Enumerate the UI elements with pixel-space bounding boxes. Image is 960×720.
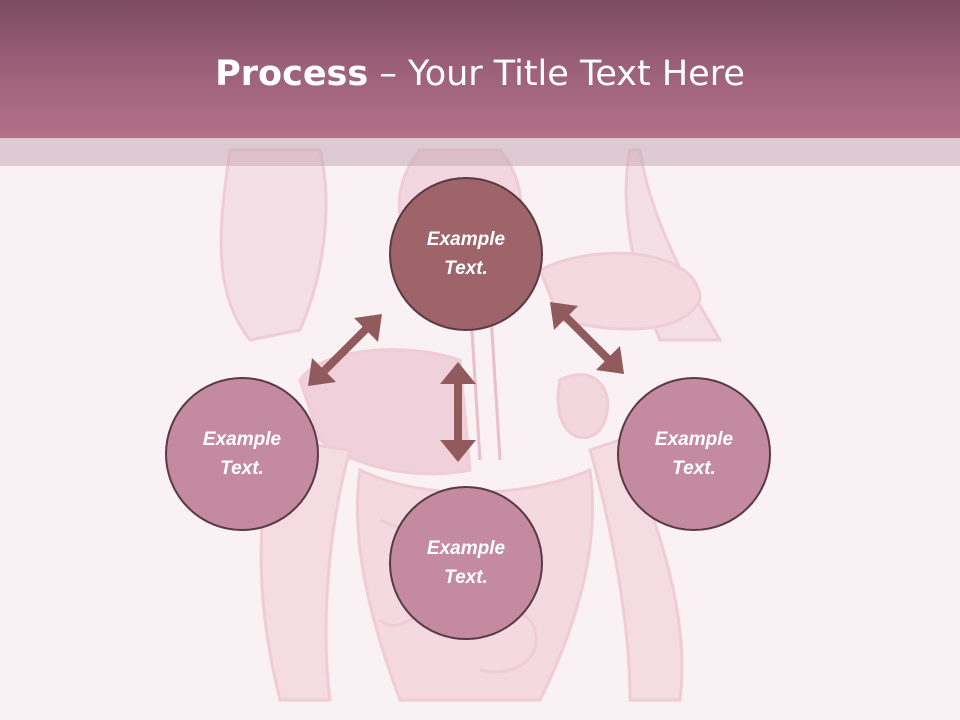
process-node-right[interactable]: Example Text. [617, 377, 771, 531]
double-arrow-vertical [440, 362, 476, 462]
slide-title[interactable]: Process – Your Title Text Here [0, 52, 960, 96]
process-node-top[interactable]: Example Text. [389, 177, 543, 331]
node-bottom-line1: Example [426, 538, 506, 559]
node-left-line2: Text. [220, 458, 264, 479]
title-bold-text: Process [215, 54, 369, 94]
node-right-line1: Example [654, 429, 734, 450]
title-rest-text: – Your Title Text Here [368, 54, 745, 94]
node-left-line1: Example [202, 429, 282, 450]
node-bottom-line2: Text. [444, 567, 488, 588]
double-arrow-top-right [550, 302, 624, 374]
node-top-line1: Example [426, 229, 506, 250]
node-top-line2: Text. [444, 258, 488, 279]
process-node-left[interactable]: Example Text. [165, 377, 319, 531]
double-arrow-top-left [308, 314, 382, 386]
process-node-bottom[interactable]: Example Text. [389, 486, 543, 640]
title-bar-strip [0, 138, 960, 166]
node-right-line2: Text. [672, 458, 716, 479]
title-bar [0, 0, 960, 138]
